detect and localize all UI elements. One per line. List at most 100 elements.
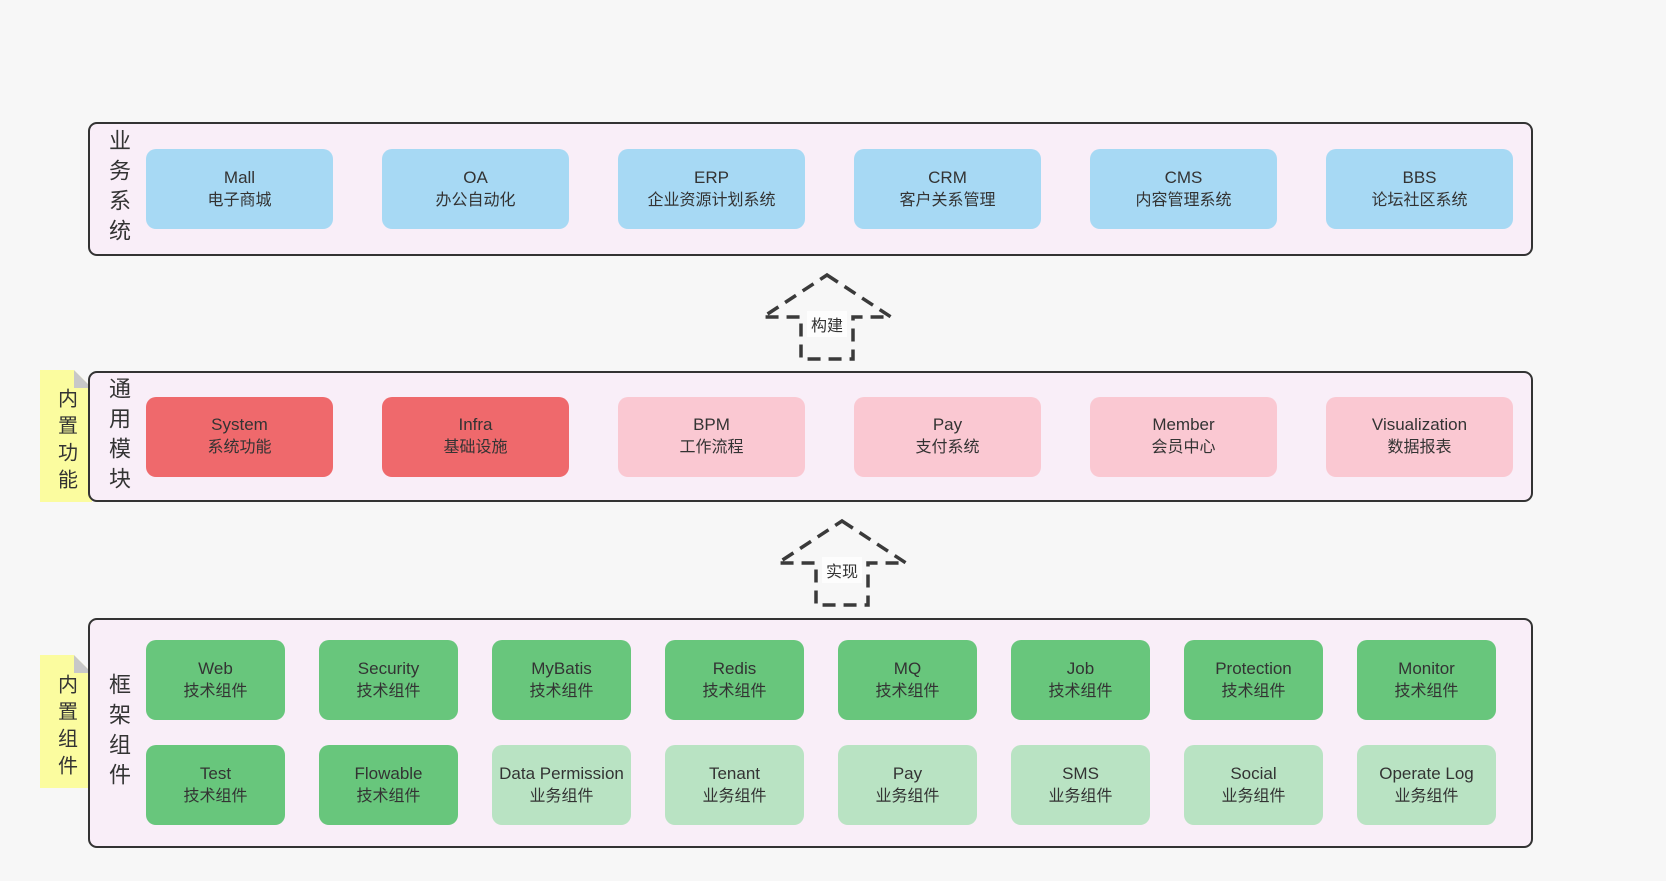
box-operate-log: Operate Log 业务组件 <box>1357 745 1496 825</box>
box-title: CRM <box>928 167 967 187</box>
panel-framework-label: 框架组件 <box>106 673 131 793</box>
arrow-implement-label: 实现 <box>821 557 863 583</box>
sticky-text: 内置功能 <box>54 388 77 496</box>
box-member: Member 会员中心 <box>1090 396 1277 477</box>
box-title: Data Permission <box>499 763 624 783</box>
box-title: System <box>211 415 268 435</box>
box-title: Test <box>199 763 232 783</box>
box-protection: Protection 技术组件 <box>1184 640 1323 720</box>
box-cms: CMS 内容管理系统 <box>1090 149 1277 229</box>
box-visualization: Visualization 数据报表 <box>1326 396 1513 477</box>
box-title: OA <box>463 167 488 187</box>
box-title: MyBatis <box>531 658 592 678</box>
up-arrow-icon <box>772 518 912 607</box>
box-mall: Mall 电子商城 <box>146 149 333 229</box>
box-oa: OA 办公自动化 <box>382 149 569 229</box>
box-subtitle: 技术组件 <box>1221 682 1286 700</box>
box-title: Pay <box>932 415 963 435</box>
box-sms: SMS 业务组件 <box>1011 745 1150 825</box>
box-title: MQ <box>893 658 922 678</box>
box-subtitle: 技术组件 <box>1048 682 1113 700</box>
box-title: Mall <box>223 167 256 187</box>
box-title: BPM <box>693 415 730 435</box>
box-subtitle: 业务组件 <box>1048 787 1113 805</box>
panel-business-label: 业务系统 <box>106 129 131 249</box>
box-subtitle: 技术组件 <box>529 682 594 700</box>
box-monitor: Monitor 技术组件 <box>1357 640 1496 720</box>
box-bpm: BPM 工作流程 <box>618 396 805 477</box>
sticky-note-built-in-features: 内置功能 <box>40 370 92 502</box>
box-subtitle: 办公自动化 <box>435 191 516 209</box>
box-subtitle: 电子商城 <box>207 191 272 209</box>
panel-modules-label: 通用模块 <box>106 376 131 497</box>
box-subtitle: 会员中心 <box>1151 439 1216 457</box>
framework-box-row-1: Web 技术组件 Security 技术组件 MyBatis 技术组件 Redi… <box>146 640 1496 720</box>
box-flowable: Flowable 技术组件 <box>319 745 458 825</box>
box-subtitle: 数据报表 <box>1387 439 1452 457</box>
box-subtitle: 论坛社区系统 <box>1371 191 1468 209</box>
box-subtitle: 技术组件 <box>183 682 248 700</box>
box-system: System 系统功能 <box>146 396 333 477</box>
up-arrow-icon <box>757 272 897 361</box>
box-title: Operate Log <box>1379 763 1474 783</box>
box-title: Pay <box>892 763 923 783</box>
box-subtitle: 内容管理系统 <box>1135 191 1232 209</box>
box-title: Web <box>198 658 233 678</box>
box-title: Visualization <box>1371 415 1468 435</box>
box-title: Flowable <box>354 763 423 783</box>
box-subtitle: 技术组件 <box>702 682 767 700</box>
box-title: Security <box>357 658 420 678</box>
box-subtitle: 支付系统 <box>915 439 980 457</box>
box-test: Test 技术组件 <box>146 745 285 825</box>
box-social: Social 业务组件 <box>1184 745 1323 825</box>
box-mybatis: MyBatis 技术组件 <box>492 640 631 720</box>
box-tenant: Tenant 业务组件 <box>665 745 804 825</box>
panel-framework-components: 框架组件 Web 技术组件 Security 技术组件 MyBatis 技术组件… <box>88 618 1533 848</box>
box-infra: Infra 基础设施 <box>382 396 569 477</box>
box-erp: ERP 企业资源计划系统 <box>618 149 805 229</box>
box-subtitle: 业务组件 <box>875 787 940 805</box>
box-security: Security 技术组件 <box>319 640 458 720</box>
framework-box-row-2: Test 技术组件 Flowable 技术组件 Data Permission … <box>146 745 1496 825</box>
box-title: Infra <box>458 415 493 435</box>
box-subtitle: 技术组件 <box>183 787 248 805</box>
box-mq: MQ 技术组件 <box>838 640 977 720</box>
box-crm: CRM 客户关系管理 <box>854 149 1041 229</box>
sticky-note-built-in-components: 内置组件 <box>40 655 92 788</box>
box-pay-biz: Pay 业务组件 <box>838 745 977 825</box>
box-bbs: BBS 论坛社区系统 <box>1326 149 1513 229</box>
box-pay: Pay 支付系统 <box>854 396 1041 477</box>
box-title: SMS <box>1062 763 1099 783</box>
box-web: Web 技术组件 <box>146 640 285 720</box>
box-subtitle: 技术组件 <box>356 682 421 700</box>
box-title: Redis <box>712 658 757 678</box>
box-subtitle: 基础设施 <box>443 439 508 457</box>
modules-box-row: System 系统功能 Infra 基础设施 BPM 工作流程 Pay 支付系统… <box>146 373 1513 500</box>
box-subtitle: 技术组件 <box>1394 682 1459 700</box>
business-box-row: Mall 电子商城 OA 办公自动化 ERP 企业资源计划系统 CRM 客户关系… <box>146 124 1513 254</box>
box-redis: Redis 技术组件 <box>665 640 804 720</box>
arrow-implement: 实现 <box>772 517 912 609</box>
box-subtitle: 工作流程 <box>679 439 744 457</box>
box-title: Member <box>1152 415 1215 435</box>
box-subtitle: 企业资源计划系统 <box>647 191 776 209</box>
box-title: Tenant <box>708 763 761 783</box>
box-subtitle: 业务组件 <box>1221 787 1286 805</box>
box-title: BBS <box>1402 167 1437 187</box>
box-subtitle: 业务组件 <box>702 787 767 805</box>
box-title: Protection <box>1215 658 1292 678</box>
box-job: Job 技术组件 <box>1011 640 1150 720</box>
panel-business-systems: 业务系统 Mall 电子商城 OA 办公自动化 ERP 企业资源计划系统 CRM… <box>88 122 1533 256</box>
box-subtitle: 业务组件 <box>529 787 594 805</box>
box-subtitle: 技术组件 <box>875 682 940 700</box>
box-subtitle: 系统功能 <box>207 439 272 457</box>
panel-common-modules: 通用模块 System 系统功能 Infra 基础设施 BPM 工作流程 Pay… <box>88 371 1533 502</box>
box-data-permission: Data Permission 业务组件 <box>492 745 631 825</box>
box-title: Social <box>1230 763 1277 783</box>
box-title: Job <box>1066 658 1095 678</box>
box-title: CMS <box>1164 167 1203 187</box>
box-title: Monitor <box>1398 658 1455 678</box>
box-subtitle: 业务组件 <box>1394 787 1459 805</box>
arrow-build-label: 构建 <box>806 311 848 337</box>
